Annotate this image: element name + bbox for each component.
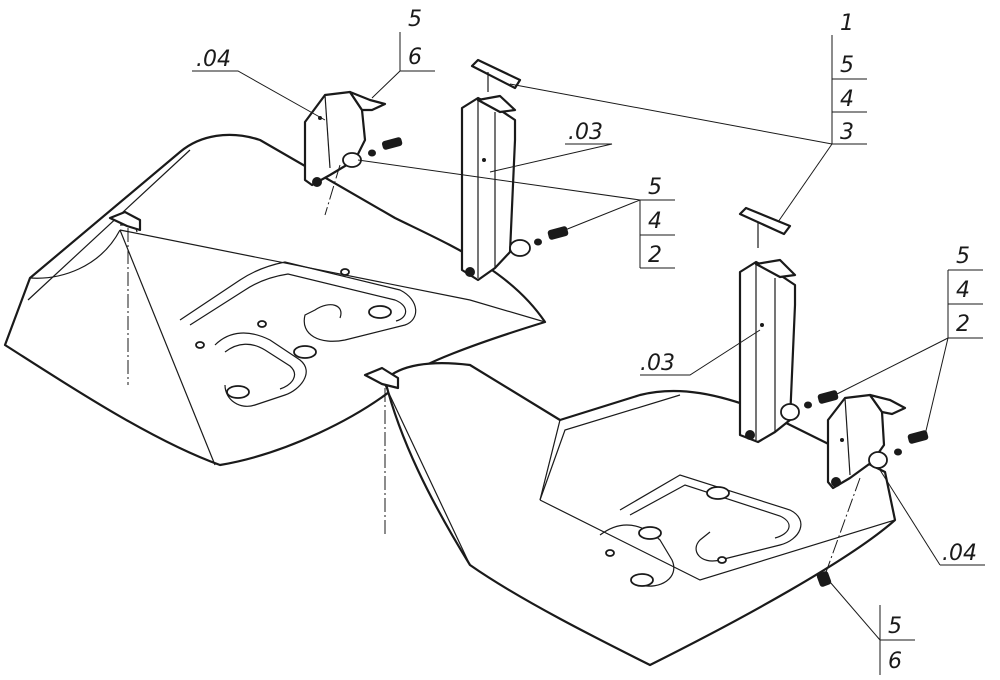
label-part-04-right: .04 [942,541,977,566]
label-stack-d-2: 4 [956,278,970,303]
label-stack-b-4: 3 [840,120,854,145]
right-bracket-04 [826,393,907,490]
right-skid-plate [363,362,897,667]
label-stack-b-3: 4 [840,87,854,112]
label-part-04-top: .04 [196,47,231,72]
left-bracket-04 [303,90,387,187]
bottom-fastener [816,571,832,587]
left-bracket-fasteners [342,137,403,168]
label-part-03-right: .03 [640,351,675,376]
label-stack-a-1: 5 [408,7,422,32]
label-stack-c-3: 2 [648,243,662,268]
center-bracket-fasteners [509,226,569,257]
label-stack-c-1: 5 [648,175,662,200]
label-stack-b-2: 5 [840,53,854,78]
right-04-fasteners [868,430,929,469]
label-part-03-top: .03 [568,120,603,145]
label-stack-e-2: 6 [888,649,902,674]
right-bracket-fasteners [780,390,839,421]
label-stack-a-2: 6 [408,45,422,70]
label-stack-c-2: 4 [648,209,662,234]
center-bracket-03 [460,58,522,282]
label-stack-d-1: 5 [956,244,970,269]
left-skid-plate [3,133,547,467]
label-stack-d-3: 2 [956,312,970,337]
left-bracket-axis [324,164,341,216]
right-bracket-axis [824,477,861,576]
leader-lines [192,32,985,675]
right-bracket-03 [738,206,797,444]
label-stack-b-1: 1 [840,11,854,36]
label-stack-e-1: 5 [888,614,902,639]
